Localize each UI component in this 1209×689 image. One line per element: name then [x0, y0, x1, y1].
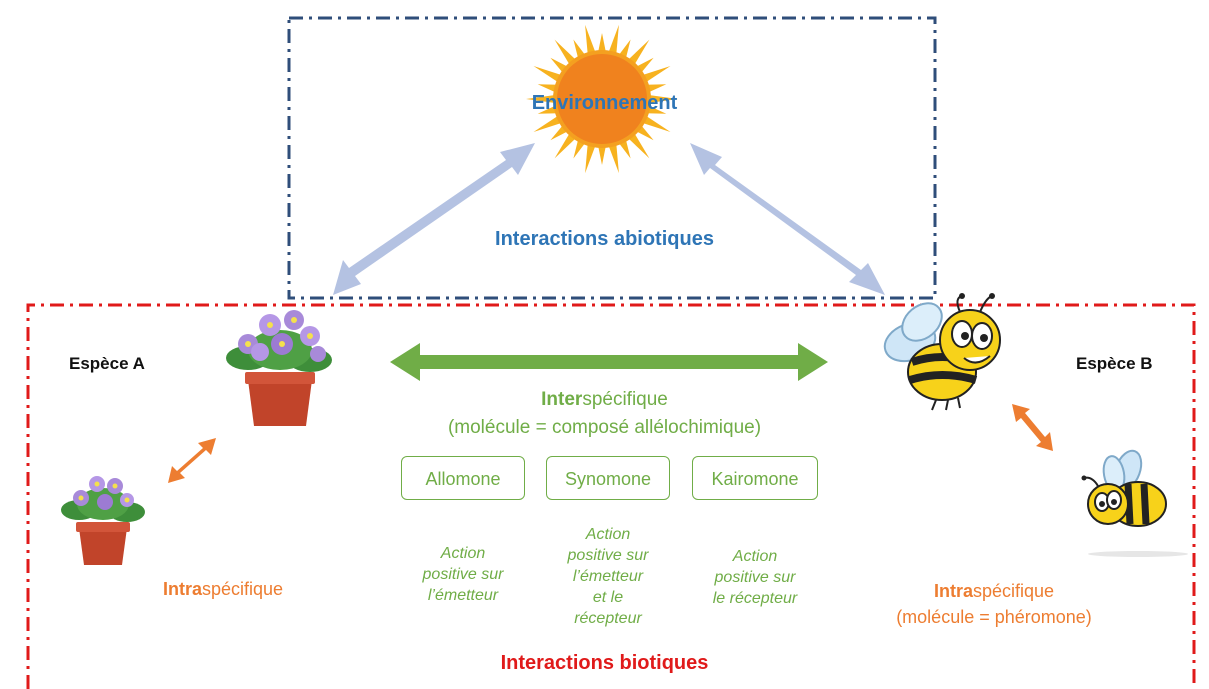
sun-ray [597, 144, 607, 165]
bee-small-icon [1081, 449, 1188, 557]
abiotic-arrow-right [690, 143, 885, 295]
interspecific-prefix: Inter [541, 389, 583, 410]
sun-ray [608, 142, 619, 174]
sun-ray [641, 66, 671, 83]
sun-ray [641, 115, 671, 132]
sun-ray [627, 39, 650, 66]
sun-ray [526, 94, 557, 104]
flower-pot-icon [226, 310, 332, 426]
abiotic-interactions-label: Interactions abiotiques [495, 228, 714, 250]
intra-arrow-a [168, 438, 216, 483]
kairomone-action: Action positive sur le récepteur [712, 548, 798, 607]
sun-ray [585, 24, 596, 56]
flower-pot-small-icon [61, 476, 145, 565]
sun-ray [585, 142, 596, 174]
species-a-label: Espèce A [69, 354, 145, 373]
interspecific-molecule: (molécule = composé allélochimique) [447, 417, 762, 438]
sun-ray [597, 33, 607, 54]
intraspecific-a-label: Intraspécifique [163, 579, 284, 599]
kairomone-box: Kairomone [692, 456, 818, 500]
biotic-frame [26, 303, 1196, 689]
intra-arrow-b [1012, 404, 1053, 451]
interspecific-arrow [390, 343, 828, 381]
sun-ray [645, 84, 667, 93]
sun-ray [554, 39, 577, 66]
allomone-action: Action positive sur l’émetteur [422, 545, 504, 604]
synomone-box: Synomone [546, 456, 670, 500]
sun-ray [554, 132, 577, 159]
sun-ray [645, 105, 667, 114]
interspecific-label: Interspécifique (molécule = composé allé… [0, 386, 1209, 442]
allomone-box: Allomone [401, 456, 525, 500]
sun-ray [533, 66, 563, 83]
sun-ray [608, 24, 619, 56]
intraspecific-b-label: Intraspécifique (molécule = phéromone) [864, 578, 1124, 630]
sun-ray [537, 84, 559, 93]
abiotic-arrow-left [333, 143, 535, 295]
sun-ray [627, 132, 650, 159]
intraspecific-b-molecule: (molécule = phéromone) [896, 607, 1092, 627]
sun-icon [526, 24, 678, 174]
sun-ray [647, 94, 678, 104]
sun-ray [533, 115, 563, 132]
synomone-action: Action positive sur l’émetteur et le réc… [567, 526, 649, 627]
abiotic-frame [287, 16, 937, 300]
species-b-label: Espèce B [1076, 354, 1153, 373]
bee-icon [883, 293, 1001, 411]
sun-ray [537, 105, 559, 114]
biotic-interactions-label: Interactions biotiques [500, 652, 709, 674]
environment-label: Environnement [531, 92, 678, 114]
interspecific-suffix: spécifique [582, 389, 668, 410]
